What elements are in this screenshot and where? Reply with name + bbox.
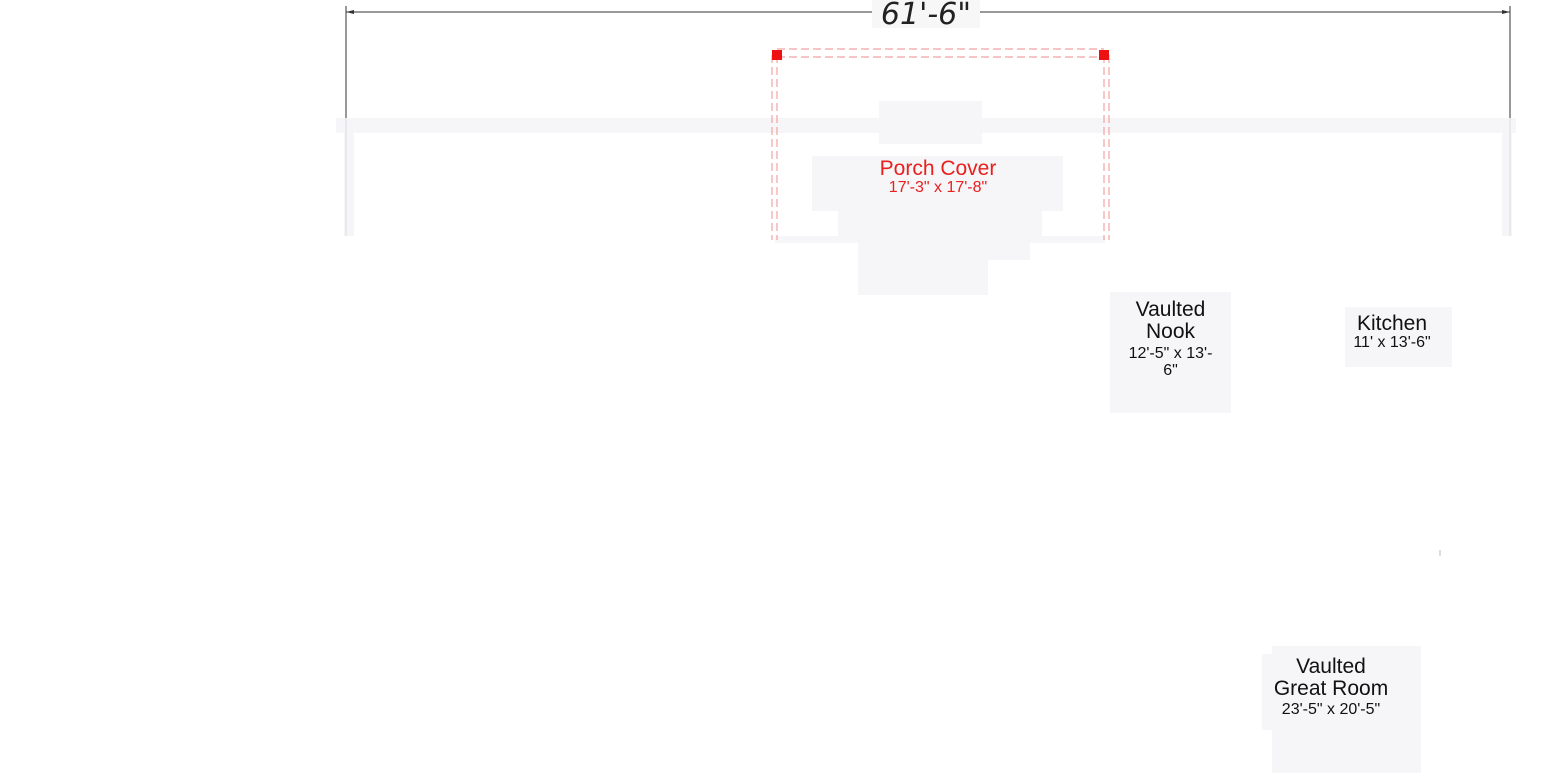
vaulted-nook-name-1: Vaulted [1135,298,1206,321]
kitchen-label-bg [1345,307,1452,367]
room-label-backgrounds [1110,292,1452,773]
overall-dimension: 61'-6" [345,0,1511,118]
vaulted-nook-name-2: Nook [1145,320,1196,344]
great-room-size: 23'-5" x 20'-5" [1281,701,1381,719]
porch-step-left [775,236,838,243]
kitchen-name: Kitchen [1356,312,1428,335]
dimension-label: 61'-6" [881,0,971,32]
great-room-name-1: Vaulted [1296,655,1366,678]
porch-cover-grip-right[interactable] [1099,50,1109,60]
great-room-label-notch [1262,654,1274,730]
great-room-label-bg [1272,646,1421,773]
vaulted-nook-size-2: 6" [1163,361,1178,379]
porch-floor [812,156,1063,295]
entry-massing [775,101,1105,295]
porch-step-right [1042,236,1105,243]
porch-cover-name: Porch Cover [879,157,997,180]
porch-cover-size: 17'-3" x 17'-8" [888,179,988,197]
left-wall [344,118,354,236]
porch-cover-label: Porch Cover 17'-3" x 17'-8" [848,157,1028,197]
kitchen-label: Kitchen 11' x 13'-6" [1332,312,1452,352]
vaulted-great-room-label: Vaulted Great Room 23'-5" x 20'-5" [1256,655,1406,719]
dimension-arrow-right [1502,10,1510,14]
entry-header [879,101,982,144]
dimension-label-bg [872,0,980,28]
nook-label-bg [1110,292,1231,413]
vaulted-nook-size-1: 12'-5" x 13'- [1128,345,1213,363]
porch-cover-outline [771,48,1110,240]
vaulted-nook-label: Vaulted Nook 12'-5" x 13'- 6" [1110,298,1231,380]
kitchen-size: 11' x 13'-6" [1353,334,1431,352]
great-room-name-2: Great Room [1273,677,1389,701]
right-wall [1502,118,1512,236]
porch-cover-grip-left[interactable] [772,50,782,60]
dimension-arrow-left [346,10,354,14]
